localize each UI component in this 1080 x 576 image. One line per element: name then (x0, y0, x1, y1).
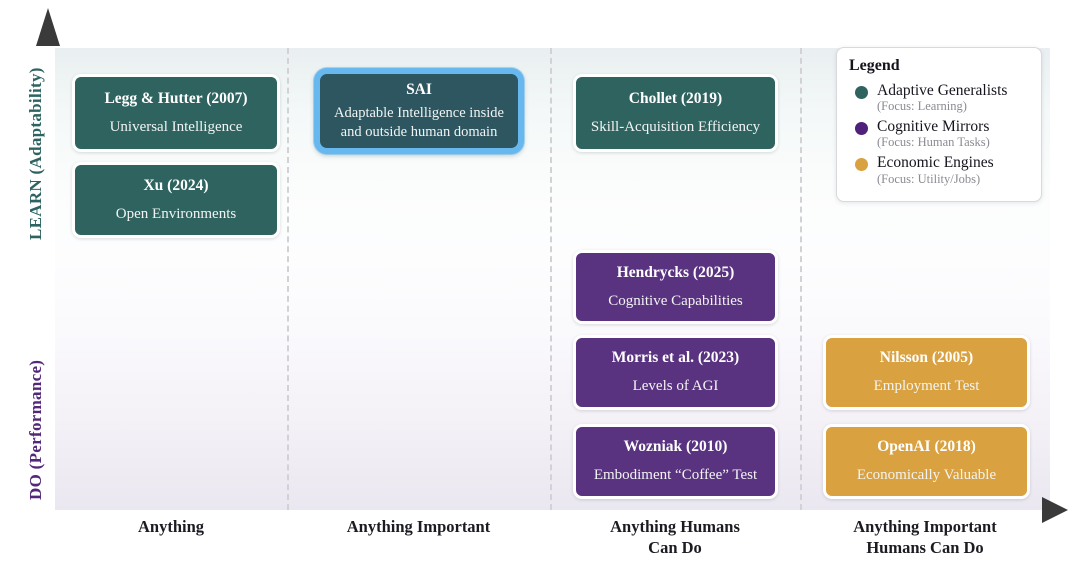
legend-item-economic-engines: Economic Engines (Focus: Utility/Jobs) (849, 154, 1029, 186)
legend-dot-icon (855, 122, 868, 136)
node-openai[interactable]: OpenAI (2018) Economically Valuable (823, 424, 1030, 499)
x-tick-line1: Anything Important (853, 517, 997, 536)
node-subtitle: Cognitive Capabilities (608, 292, 743, 309)
legend-item-label: Cognitive Mirrors (877, 118, 990, 136)
x-tick-anything: Anything (55, 517, 287, 538)
x-tick-line1: Anything Humans (610, 517, 740, 536)
column-divider-1 (287, 48, 289, 510)
node-title: Xu (2024) (143, 176, 209, 194)
x-tick-line2: Humans Can Do (866, 537, 984, 557)
x-tick-anything-important-humans-can-do: Anything Important Humans Can Do (800, 517, 1050, 558)
node-legg-hutter[interactable]: Legg & Hutter (2007) Universal Intellige… (72, 74, 280, 152)
node-subtitle: Employment Test (873, 378, 980, 395)
legend-item-label: Adaptive Generalists (877, 82, 1008, 99)
node-morris[interactable]: Morris et al. (2023) Levels of AGI (573, 335, 778, 410)
node-subtitle: Economically Valuable (856, 467, 997, 484)
legend: Legend Adaptive Generalists (Focus: Lear… (836, 47, 1042, 203)
legend-item-adaptive-generalists: Adaptive Generalists (Focus: Learning) (849, 82, 1029, 114)
legend-item-focus: (Focus: Utility/Jobs) (877, 171, 981, 186)
node-nilsson[interactable]: Nilsson (2005) Employment Test (823, 335, 1030, 410)
x-tick-anything-humans-can-do: Anything Humans Can Do (550, 517, 800, 558)
node-hendrycks[interactable]: Hendrycks (2025) Cognitive Capabilities (573, 250, 778, 324)
node-title: OpenAI (2018) (877, 438, 976, 456)
node-title: Legg & Hutter (2007) (104, 89, 248, 107)
node-subtitle: Open Environments (115, 205, 237, 222)
node-subtitle: Adaptable Intelligence inside and outsid… (334, 105, 504, 140)
x-tick-line2: Can Do (648, 537, 702, 557)
node-title: SAI (406, 81, 432, 99)
node-subtitle: Skill-Acquisition Efficiency (590, 118, 761, 135)
legend-dot-icon (855, 86, 868, 99)
legend-item-focus: (Focus: Learning) (877, 99, 967, 114)
y-axis-arrow-icon (36, 8, 60, 46)
node-wozniak[interactable]: Wozniak (2010) Embodiment “Coffee” Test (573, 424, 778, 499)
legend-dot-icon (855, 158, 868, 172)
node-subtitle: Embodiment “Coffee” Test (593, 467, 758, 484)
y-axis-label-do: DO (Performance) (26, 359, 45, 500)
node-sai[interactable]: SAI Adaptable Intelligence inside and ou… (314, 68, 524, 154)
legend-item-focus: (Focus: Human Tasks) (877, 135, 990, 150)
node-title: Nilsson (2005) (879, 349, 974, 367)
node-xu[interactable]: Xu (2024) Open Environments (72, 162, 280, 238)
node-title: Hendrycks (2025) (616, 263, 735, 281)
column-divider-3 (800, 48, 802, 510)
legend-item-cognitive-mirrors: Cognitive Mirrors (Focus: Human Tasks) (849, 118, 1029, 150)
node-title: Morris et al. (2023) (611, 349, 740, 367)
node-title: Chollet (2019) (628, 89, 723, 107)
node-chollet[interactable]: Chollet (2019) Skill-Acquisition Efficie… (573, 74, 778, 152)
legend-title: Legend (849, 57, 900, 74)
legend-item-label: Economic Engines (877, 154, 994, 172)
x-tick-line1: Anything (137, 517, 205, 536)
node-subtitle: Universal Intelligence (109, 118, 243, 135)
column-divider-2 (550, 48, 552, 510)
x-tick-line1: Anything Important (346, 517, 491, 536)
node-title: Wozniak (2010) (623, 438, 728, 456)
y-axis-label-learn: LEARN (Adaptability) (26, 67, 45, 240)
node-subtitle: Levels of AGI (632, 378, 719, 395)
x-axis-arrow-icon (1042, 497, 1068, 523)
x-tick-anything-important: Anything Important (287, 517, 550, 538)
